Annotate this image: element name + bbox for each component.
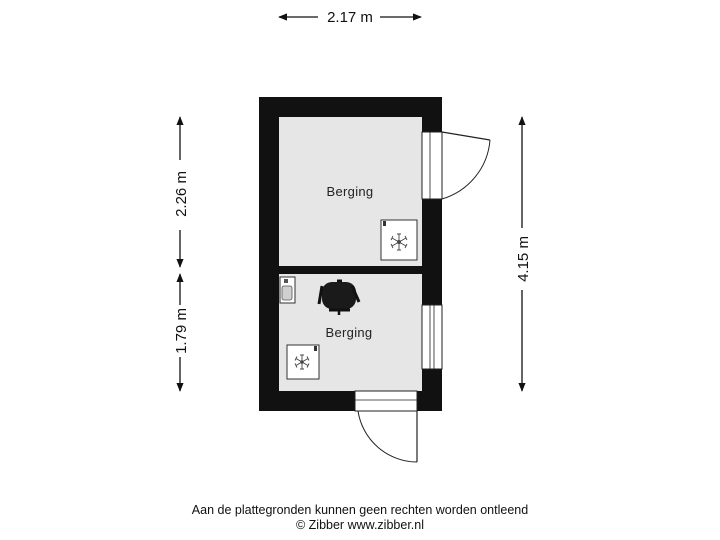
fan-icon	[380, 219, 418, 261]
walls	[259, 97, 442, 411]
width-label: 2.17 m	[327, 9, 373, 26]
door-swing-icon	[354, 390, 418, 463]
height-upper-dimension: 2.26 m	[173, 116, 190, 268]
room-label-lower: Berging	[326, 325, 373, 340]
window	[421, 304, 443, 370]
sink-icon	[279, 276, 296, 304]
height-lower-dimension: 1.79 m	[173, 273, 190, 392]
room-label-upper: Berging	[327, 184, 374, 199]
height-total-dimension: 4.15 m	[515, 116, 532, 392]
height-lower-label: 1.79 m	[173, 308, 190, 354]
height-upper-label: 2.26 m	[173, 171, 190, 217]
door-swing-icon	[421, 131, 491, 200]
chair-icon	[317, 279, 361, 315]
height-total-label: 4.15 m	[515, 236, 532, 282]
width-dimension: 2.17 m	[278, 9, 422, 26]
footer-copyright: © Zibber www.zibber.nl	[295, 518, 424, 532]
footer-disclaimer: Aan de plattegronden kunnen geen rechten…	[191, 503, 529, 517]
fan-icon	[286, 344, 320, 380]
